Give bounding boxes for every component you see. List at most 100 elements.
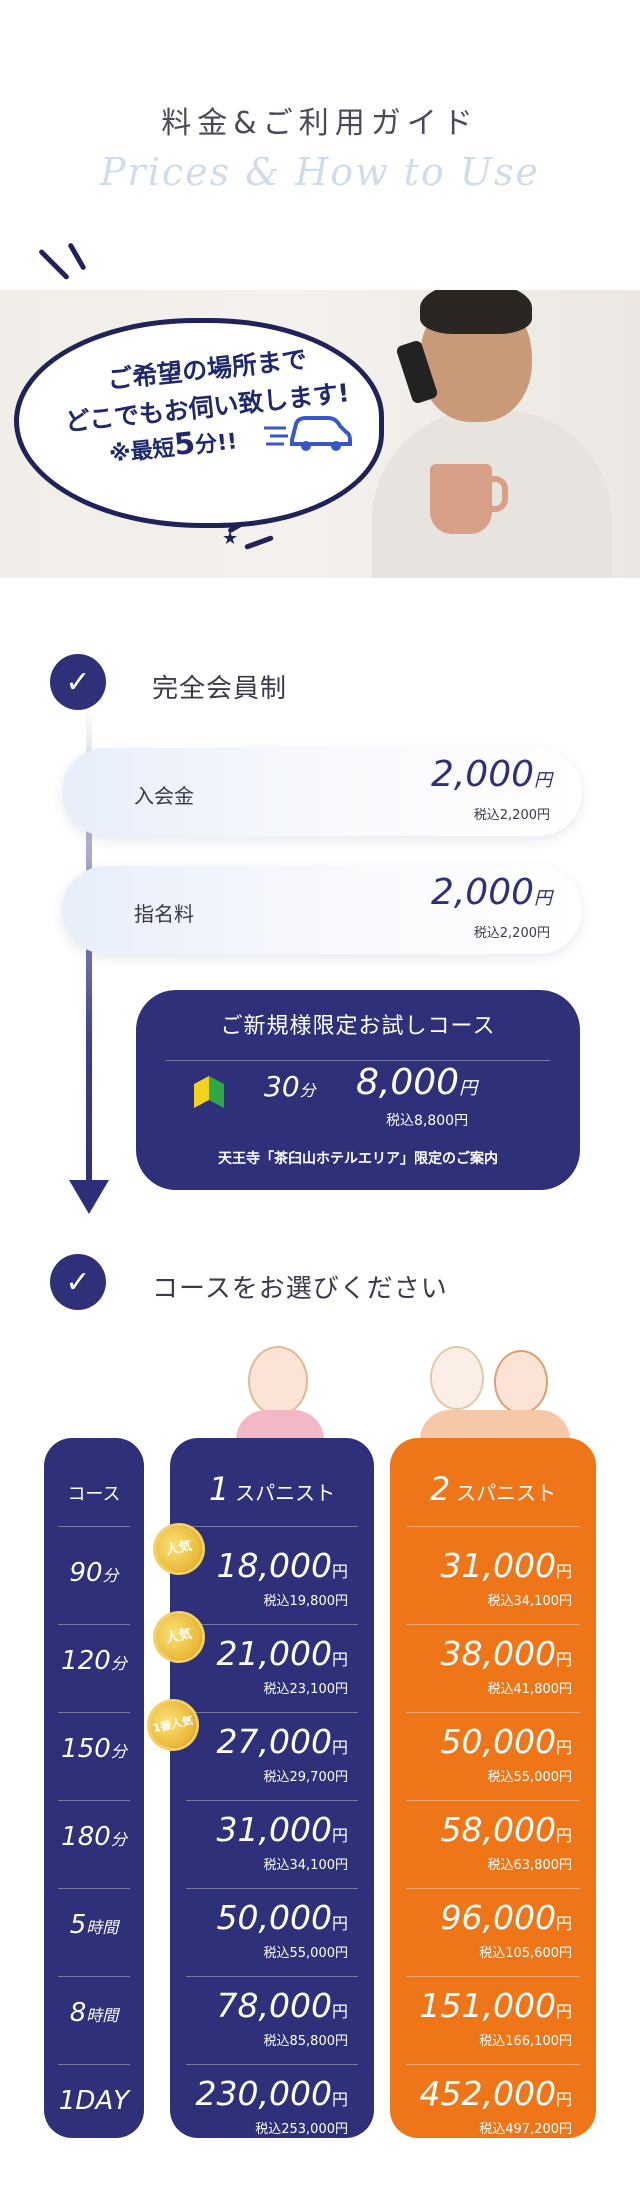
speech-bubble [14,318,384,528]
fee-price-nomination: 2,000円 [430,872,552,913]
one-spanist-tax: 税込253,000円 [255,2122,348,2137]
car-icon [264,416,352,451]
star-icon: ★ [222,528,239,549]
row-divider [58,1526,130,1527]
course-duration: 8時間 [69,1998,119,2028]
course-duration: 180分 [61,1822,127,1852]
row-divider [406,1976,580,1977]
trial-minutes: 30分 [264,1070,316,1103]
divider [166,1060,550,1061]
two-spanist-tax: 税込166,100円 [479,2034,572,2049]
two-spanist-tax: 税込63,800円 [487,1858,573,1873]
header-course: コース [67,1484,121,1505]
row-divider [186,1800,358,1801]
membership-title: 完全会員制 [152,674,288,704]
row-divider [58,1888,130,1889]
one-spanist-price: 78,000円 [216,1986,348,2025]
cup-handle [482,476,508,512]
one-spanist-tax: 税込29,700円 [263,1770,349,1785]
course-column [44,1438,144,2138]
fee-label-entry: 入会金 [134,784,194,808]
row-divider [406,1712,580,1713]
fee-tax-nomination: 税込2,200円 [473,926,550,941]
one-spanist-tax: 税込34,100円 [263,1858,349,1873]
fee-label-nomination: 指名料 [134,902,194,926]
trial-note: 天王寺「茶臼山ホテルエリア」限定のご案内 [218,1151,498,1167]
one-spanist-price: 50,000円 [216,1898,348,1937]
beginner-mark-icon [194,1076,224,1108]
row-divider [406,1526,580,1527]
page-title: 料金&ご利用ガイド [161,106,479,141]
fee-card-entry [62,748,582,836]
trial-title: ご新規様限定お試しコース [220,1014,496,1039]
one-spanist-tax: 税込85,800円 [263,2034,349,2049]
hero-banner [0,290,640,578]
burst-line [38,248,70,281]
therapist-illustration [236,1410,324,1440]
fee-tax-entry: 税込2,200円 [473,808,550,823]
row-divider [406,2064,580,2065]
man-body [372,410,612,578]
therapists-illustration [494,1350,548,1414]
check-icon: ✓ [50,1254,106,1310]
one-spanist-price: 21,000円 [216,1634,348,1673]
two-spanist-tax: 税込105,600円 [479,1946,572,1961]
page-subtitle: Prices & How to Use [99,150,540,194]
course-duration: 120分 [61,1646,127,1676]
two-spanist-price: 58,000円 [440,1810,572,1849]
therapist-illustration [248,1346,308,1416]
row-divider [406,1624,580,1625]
check-icon: ✓ [50,654,106,710]
trial-tax: 税込8,800円 [386,1113,469,1129]
two-spanist-price: 151,000円 [419,1986,572,2025]
row-divider [186,1888,358,1889]
row-divider [58,1976,130,1977]
row-divider [186,1624,358,1625]
row-divider [186,1976,358,1977]
course-duration: 1DAY [58,2086,130,2116]
row-divider [58,1712,130,1713]
fee-price-entry: 2,000円 [430,754,552,795]
one-spanist-column [170,1438,374,2138]
two-spanist-column [390,1438,596,2138]
row-divider [186,2064,358,2065]
row-divider [406,1888,580,1889]
one-spanist-price: 18,000円 [216,1546,348,1585]
row-divider [58,1624,130,1625]
course-duration: 5時間 [69,1910,119,1940]
cup-icon [430,464,492,534]
two-spanist-price: 96,000円 [440,1898,572,1937]
two-spanist-tax: 税込41,800円 [487,1682,573,1697]
row-divider [186,1712,358,1713]
course-duration: 150分 [61,1734,127,1764]
courses-title: コースをお選びください [152,1274,448,1304]
one-spanist-price: 230,000円 [195,2074,348,2113]
two-spanist-tax: 税込497,200円 [479,2122,572,2137]
two-spanist-tax: 税込55,000円 [487,1770,573,1785]
one-spanist-tax: 税込55,000円 [263,1946,349,1961]
flow-arrow-icon [69,1180,109,1214]
row-divider [58,1800,130,1801]
two-spanist-price: 38,000円 [440,1634,572,1673]
one-spanist-price: 31,000円 [216,1810,348,1849]
two-spanist-price: 452,000円 [419,2074,572,2113]
one-spanist-tax: 税込23,100円 [263,1682,349,1697]
two-spanist-price: 31,000円 [440,1546,572,1585]
man-hair [420,290,532,334]
therapists-illustration [430,1346,484,1410]
burst-line [67,242,87,271]
therapists-illustration [420,1410,570,1440]
one-spanist-tax: 税込19,800円 [263,1594,349,1609]
one-spanist-price: 27,000円 [216,1722,348,1761]
trial-course-card: ご新規様限定お試しコース 30分 8,000円 税込8,800円 天王寺「茶臼山… [136,990,580,1190]
row-divider [406,1800,580,1801]
course-duration: 90分 [69,1558,119,1588]
fee-card-nomination [62,866,582,954]
row-divider [186,1526,358,1527]
two-spanist-price: 50,000円 [440,1722,572,1761]
trial-price: 8,000円 [356,1062,478,1103]
two-spanist-tax: 税込34,100円 [487,1594,573,1609]
row-divider [58,2064,130,2065]
